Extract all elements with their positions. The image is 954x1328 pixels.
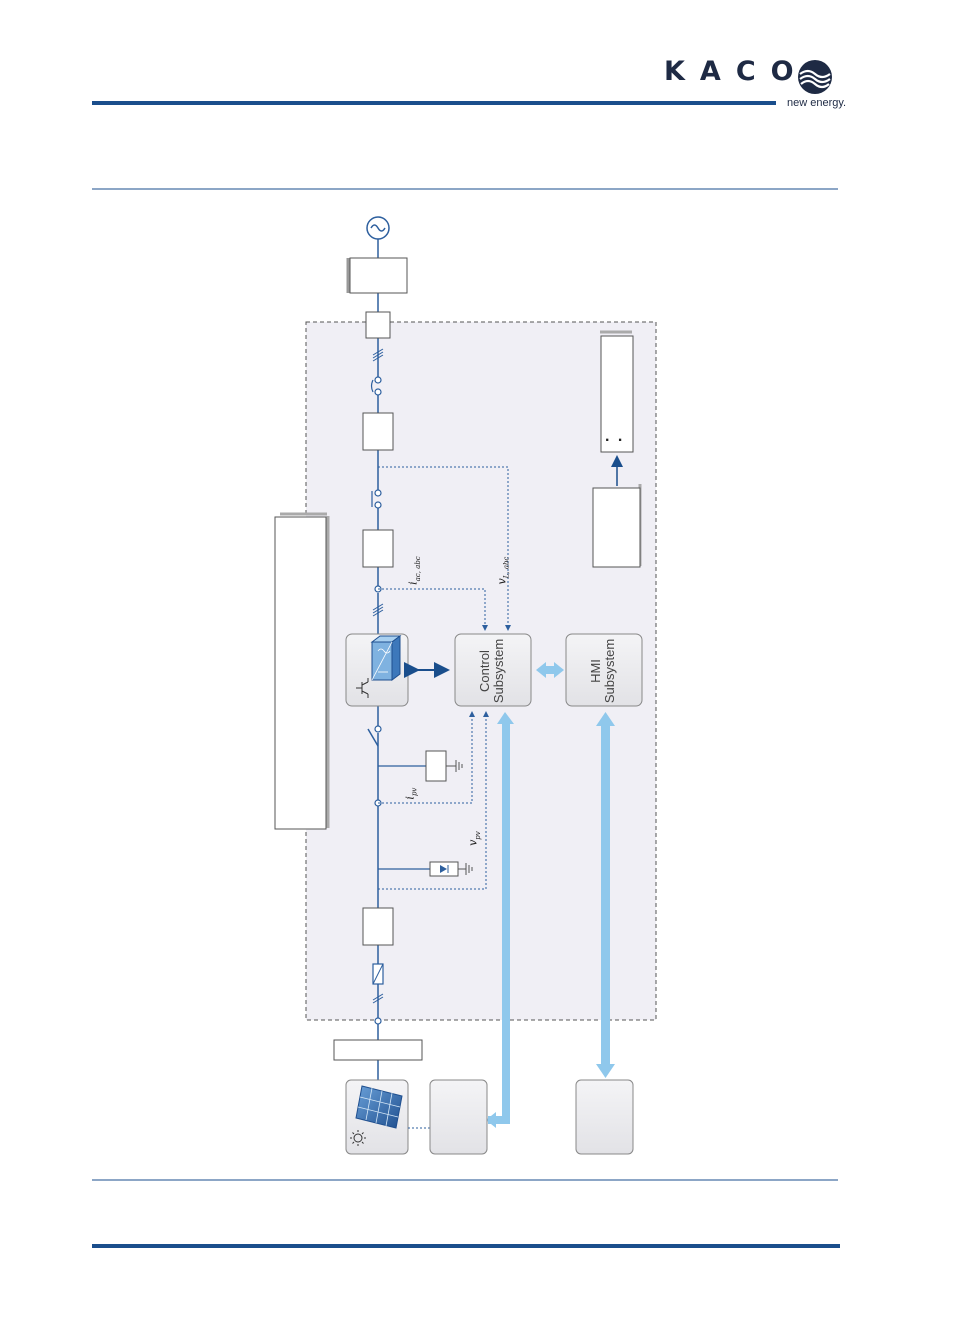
measurement-lines [378,466,511,890]
control-label-line-2: Subsystem [491,638,506,704]
display-dots: . . [605,428,625,445]
inverter-icon [370,635,402,681]
hmi-subsystem-block [565,633,643,707]
control-subsystem-block [454,633,532,707]
pv-input-box [333,1039,423,1061]
pv-panel-icon [355,1085,403,1129]
transistor-icon [356,678,369,698]
ac-plug-icon [370,379,374,393]
hmi-label-line-1: HMI [588,659,603,683]
grid-connection-box [349,257,408,294]
symbol-v-ac: vL, abc [495,556,511,585]
hmi-label-line-2: Subsystem [602,638,617,704]
symbol-v-pv: vpv [466,831,482,846]
symbol-i-ac: iac, abc [406,556,422,585]
brand-logo-text: KACO [664,56,809,87]
three-phase-marks [372,348,384,1004]
control-hmi-link [536,662,564,678]
hmi-subsystem-label: HMI Subsystem [588,621,619,721]
control-label-line-1: Control [477,650,492,692]
footer-rule [92,1244,840,1248]
dc-switch-icon [367,728,379,747]
ac-emi-box [362,529,394,568]
external-hmi-box [575,1079,634,1155]
terminal-nodes [374,376,382,1025]
side-label-panel [274,516,327,830]
ground-icon [455,760,463,772]
communication-links [486,712,615,1128]
display-box [600,335,634,453]
sun-icon [350,1130,366,1146]
display-controller-box [592,487,641,568]
control-subsystem-label: Control Subsystem [477,621,508,721]
ac-filter-box [362,412,394,451]
ground-icon-2 [465,863,473,875]
external-comm-box [429,1079,488,1155]
dc-emi-box [362,907,394,946]
wave-logo-icon [798,60,832,94]
symbol-i-pv: ipv [403,787,419,800]
brand-tagline: new energy. [787,97,847,109]
ac-terminal-box [365,311,391,339]
header-rule [92,101,776,105]
dc-link-box [425,750,447,782]
